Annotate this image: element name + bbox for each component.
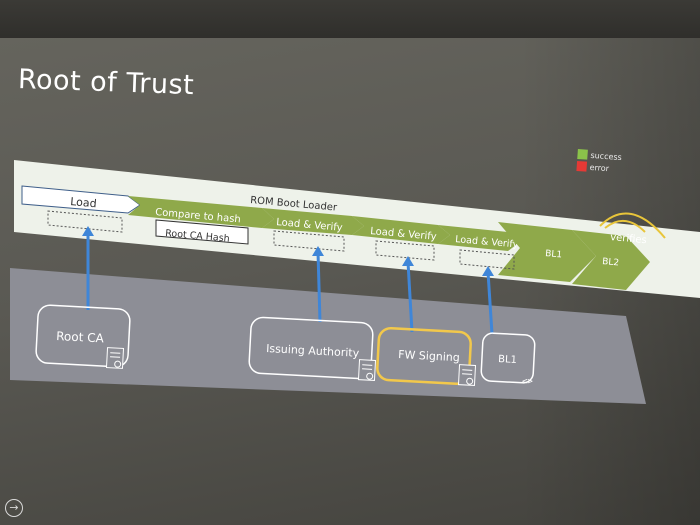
issuing-slot: [273, 230, 345, 252]
components-panel: [10, 268, 646, 404]
root-ca-hash-box: [155, 219, 249, 245]
load-stage-label: Load: [70, 195, 97, 210]
issuing-authority-box: [248, 316, 374, 380]
fw-signing-box: [376, 326, 472, 386]
root-ca-label: Root CA: [56, 329, 105, 346]
load-slot: [47, 210, 123, 233]
issuing-authority-label: Issuing Authority: [266, 342, 360, 360]
bl1-arrow: [486, 271, 494, 335]
bl2-chevron-label: BL2: [602, 257, 620, 268]
issuing-arrow: [316, 251, 322, 323]
fw-arrow: [406, 261, 414, 333]
fw-certificate-icon: [457, 364, 477, 386]
bl1-box-label: BL1: [498, 354, 517, 366]
load-verify-stage-3: [438, 225, 520, 251]
bl1-chevron: [498, 222, 596, 282]
bl2-chevron: [572, 230, 650, 290]
bl1-box: [480, 332, 536, 384]
issuing-certificate-icon: [357, 359, 377, 381]
root-ca-arrowhead: [82, 226, 94, 236]
code-icon: <>: [522, 377, 533, 387]
verifies-label: verifies: [610, 232, 647, 246]
load-verify-stage-1: [262, 208, 364, 235]
bl1-chevron-label: BL1: [545, 249, 563, 260]
root-ca-certificate-icon: [105, 347, 125, 369]
fw-slot: [375, 240, 435, 261]
bl1-slot: [459, 249, 515, 270]
fw-arrowhead: [402, 256, 414, 266]
fw-signing-label: FW Signing: [398, 348, 460, 364]
load-stage: [21, 185, 141, 214]
verifies-arc-outer: [599, 212, 666, 239]
load-verify-stage-2: [352, 216, 450, 244]
compare-hash-stage: [128, 196, 274, 228]
bl1-arrowhead: [482, 266, 494, 276]
arrow-right-circle-icon[interactable]: →: [5, 499, 23, 517]
root-ca-box: [35, 304, 131, 368]
verifies-arc-inner: [604, 220, 646, 233]
issuing-arrowhead: [312, 246, 324, 256]
